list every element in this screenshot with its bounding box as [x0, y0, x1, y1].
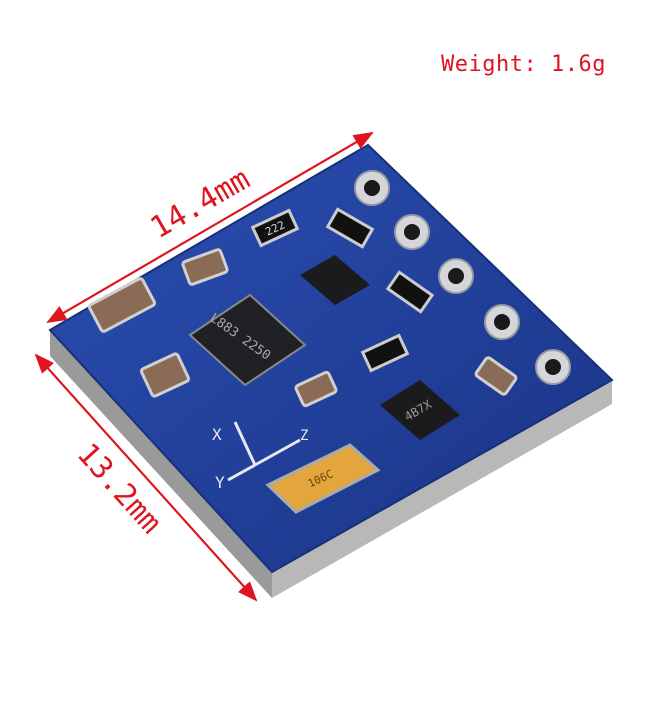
transistor-chip: 4B7X [380, 380, 460, 440]
header-pins [354, 170, 571, 385]
pcb-board [48, 143, 614, 598]
regulator-chip [300, 255, 370, 305]
magnetometer-chip: L883 2250 [188, 293, 307, 387]
axis-silkscreen [227, 421, 301, 482]
resistors: 222 [250, 207, 435, 373]
axis-y-label: Y [215, 473, 225, 492]
axis-z-label: Z [300, 428, 308, 444]
ceramic-capacitors [88, 248, 518, 408]
axis-x-label: X [212, 425, 222, 444]
weight-label: Weight: 1.6g [441, 52, 606, 77]
tantalum-capacitor: 106C [265, 443, 381, 514]
